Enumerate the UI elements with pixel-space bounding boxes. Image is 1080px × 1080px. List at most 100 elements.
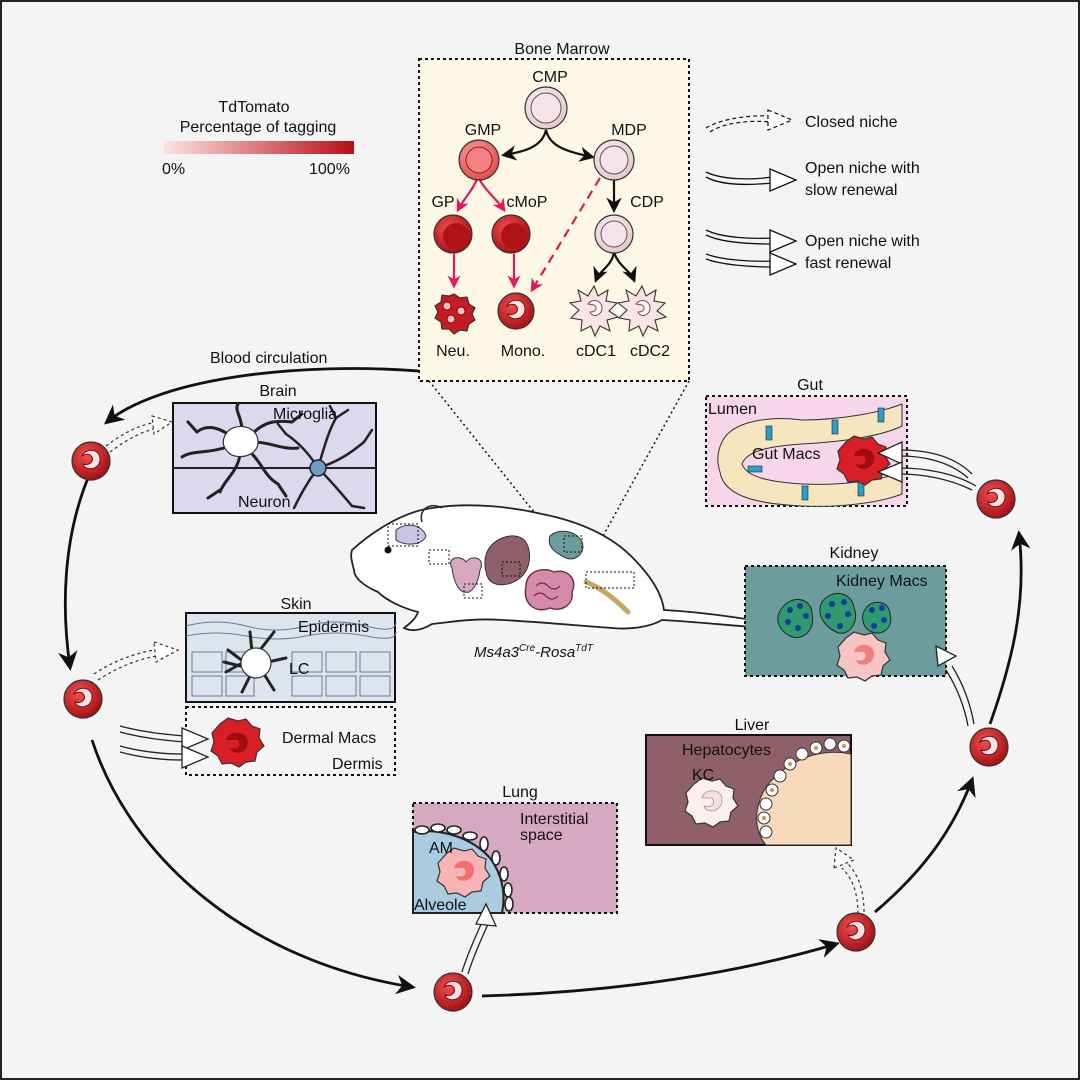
mouse-brain-organ	[387, 523, 427, 547]
mouse-strain-label: Ms4a3Cre-RosaTdT	[474, 643, 594, 661]
epidermis-label: Epidermis	[298, 619, 369, 636]
mouse-femur-bone	[583, 571, 635, 615]
neu-label: Neu.	[436, 343, 470, 360]
cmop-cell-icon	[491, 214, 531, 254]
cmop-label: cMoP	[507, 194, 548, 211]
kupffer-cell-icon	[684, 777, 739, 828]
am-label: AM	[429, 840, 453, 857]
kidney-macs-label: Kidney Macs	[836, 573, 928, 590]
lumen-label: Lumen	[708, 401, 757, 418]
gp-label: GP	[431, 194, 454, 211]
fast-renewal-label-1: Open niche with	[805, 233, 920, 250]
slow-renewal-label-1: Open niche with	[805, 160, 920, 177]
closed-niche-arrow-icon	[705, 109, 794, 133]
mouse-illustration: Ms4a3Cre-RosaTdT	[350, 504, 803, 661]
circulation-loop	[58, 367, 1031, 998]
mouse-strain-mid: -Rosa	[535, 644, 575, 661]
fast-renewal-arrow-icon	[705, 229, 798, 276]
gut-macrophage-icon	[836, 435, 891, 486]
cmp-cell-icon	[524, 86, 568, 130]
mouse-strain-sup2: TdT	[575, 643, 594, 654]
cdc1-cell-icon	[568, 284, 620, 338]
gp-cell-icon	[433, 214, 473, 254]
kc-label: KC	[692, 767, 714, 784]
gut-fast-renewal-arrow	[876, 440, 977, 491]
brain-closed-niche-arrow	[105, 415, 174, 453]
legend-gradient-bar	[164, 141, 354, 154]
monocyte-icon-5	[969, 727, 1009, 767]
gut-macs-label: Gut Macs	[752, 446, 820, 463]
gut-panel: Gut Lumen Gut Macs	[705, 377, 908, 507]
bone-marrow-title: Bone Marrow	[514, 41, 610, 58]
neutrophil-cell-icon	[434, 293, 476, 335]
monocyte-icon-6	[976, 479, 1016, 519]
brain-title: Brain	[259, 383, 296, 400]
skin-closed-niche-arrow	[93, 641, 180, 681]
blood-circulation-label: Blood circulation	[210, 350, 327, 367]
monocyte-icon-4	[836, 912, 876, 952]
bone-marrow-panel: Bone Marrow CMP GMP	[418, 41, 690, 382]
closed-niche-label: Closed niche	[805, 114, 898, 131]
dermis-label: Dermis	[332, 756, 383, 773]
lung-slow-renewal-arrow	[461, 902, 498, 975]
alveole-label: Alveole	[414, 897, 467, 914]
liver-closed-niche-arrow	[833, 846, 865, 915]
legend-min-label: 0%	[162, 161, 185, 178]
neuron-label: Neuron	[238, 494, 290, 511]
langerhans-cell-icon	[222, 630, 288, 694]
tagging-legend: TdTomato Percentage of tagging 0% 100%	[162, 99, 354, 178]
cdc2-cell-icon	[616, 284, 668, 338]
skin-panel: Skin Epidermis LC Dermal Macs Dermis	[185, 596, 397, 776]
interstitial-label-2: space	[520, 827, 563, 844]
mouse-liver-organ	[484, 535, 530, 586]
lc-label: LC	[289, 661, 309, 678]
cdc1-label: cDC1	[576, 343, 616, 360]
mouse-lung-organ	[450, 557, 483, 599]
mdp-cell-icon	[593, 139, 635, 181]
kidney-macrophage-icon	[836, 631, 891, 682]
gut-title: Gut	[797, 377, 823, 394]
brain-panel: Brain Microglia Neuron	[172, 383, 377, 514]
interstitial-label-1: Interstitial	[520, 811, 588, 828]
mouse-strain-base: Ms4a3	[474, 644, 520, 661]
legend-max-label: 100%	[309, 161, 350, 178]
liver-title: Liver	[735, 717, 770, 734]
mono-label: Mono.	[501, 343, 545, 360]
gmp-label: GMP	[465, 122, 501, 139]
slow-renewal-arrow-icon	[705, 168, 798, 192]
hepatocytes-label: Hepatocytes	[682, 742, 771, 759]
cdc2-label: cDC2	[630, 343, 670, 360]
mdp-label: MDP	[611, 122, 647, 139]
monocyte-icon-3	[433, 972, 473, 1012]
cdp-label: CDP	[630, 194, 664, 211]
dermal-macs-label: Dermal Macs	[282, 730, 376, 747]
gmp-cell-icon	[458, 139, 500, 181]
kidney-title: Kidney	[830, 545, 879, 562]
mouse-kidney-organ	[548, 530, 584, 560]
dermis-fast-renewal-arrow	[119, 725, 210, 769]
cdp-cell-icon	[594, 214, 634, 254]
slow-renewal-label-2: slow renewal	[805, 182, 897, 199]
microglia-label: Microglia	[273, 406, 337, 423]
monocyte-cell-icon	[497, 292, 535, 330]
legend-title-line1: TdTomato	[218, 99, 289, 116]
lung-title: Lung	[502, 784, 538, 801]
niche-legend: Closed niche Open niche with slow renewa…	[705, 109, 920, 276]
fast-renewal-label-2: fast renewal	[805, 255, 891, 272]
kidney-panel: Kidney Kidney Macs	[744, 545, 947, 682]
lung-panel: Lung Interstitial space AM Alveole	[412, 784, 618, 914]
liver-panel: Liver Hepatocytes KC	[645, 717, 852, 846]
monocyte-icon-1	[71, 441, 111, 481]
alveolar-epithelium	[414, 823, 514, 912]
cmp-label: CMP	[532, 69, 568, 86]
kidney-slow-renewal-arrow	[935, 644, 975, 727]
mouse-strain-sup1: Cre	[519, 643, 536, 654]
skin-title: Skin	[280, 596, 311, 613]
monocyte-icon-2	[63, 679, 103, 719]
zoom-lines	[428, 380, 690, 573]
dermal-macrophage-icon	[210, 717, 265, 768]
alveolar-macrophage-icon	[436, 847, 491, 898]
legend-title-line2: Percentage of tagging	[180, 119, 337, 136]
